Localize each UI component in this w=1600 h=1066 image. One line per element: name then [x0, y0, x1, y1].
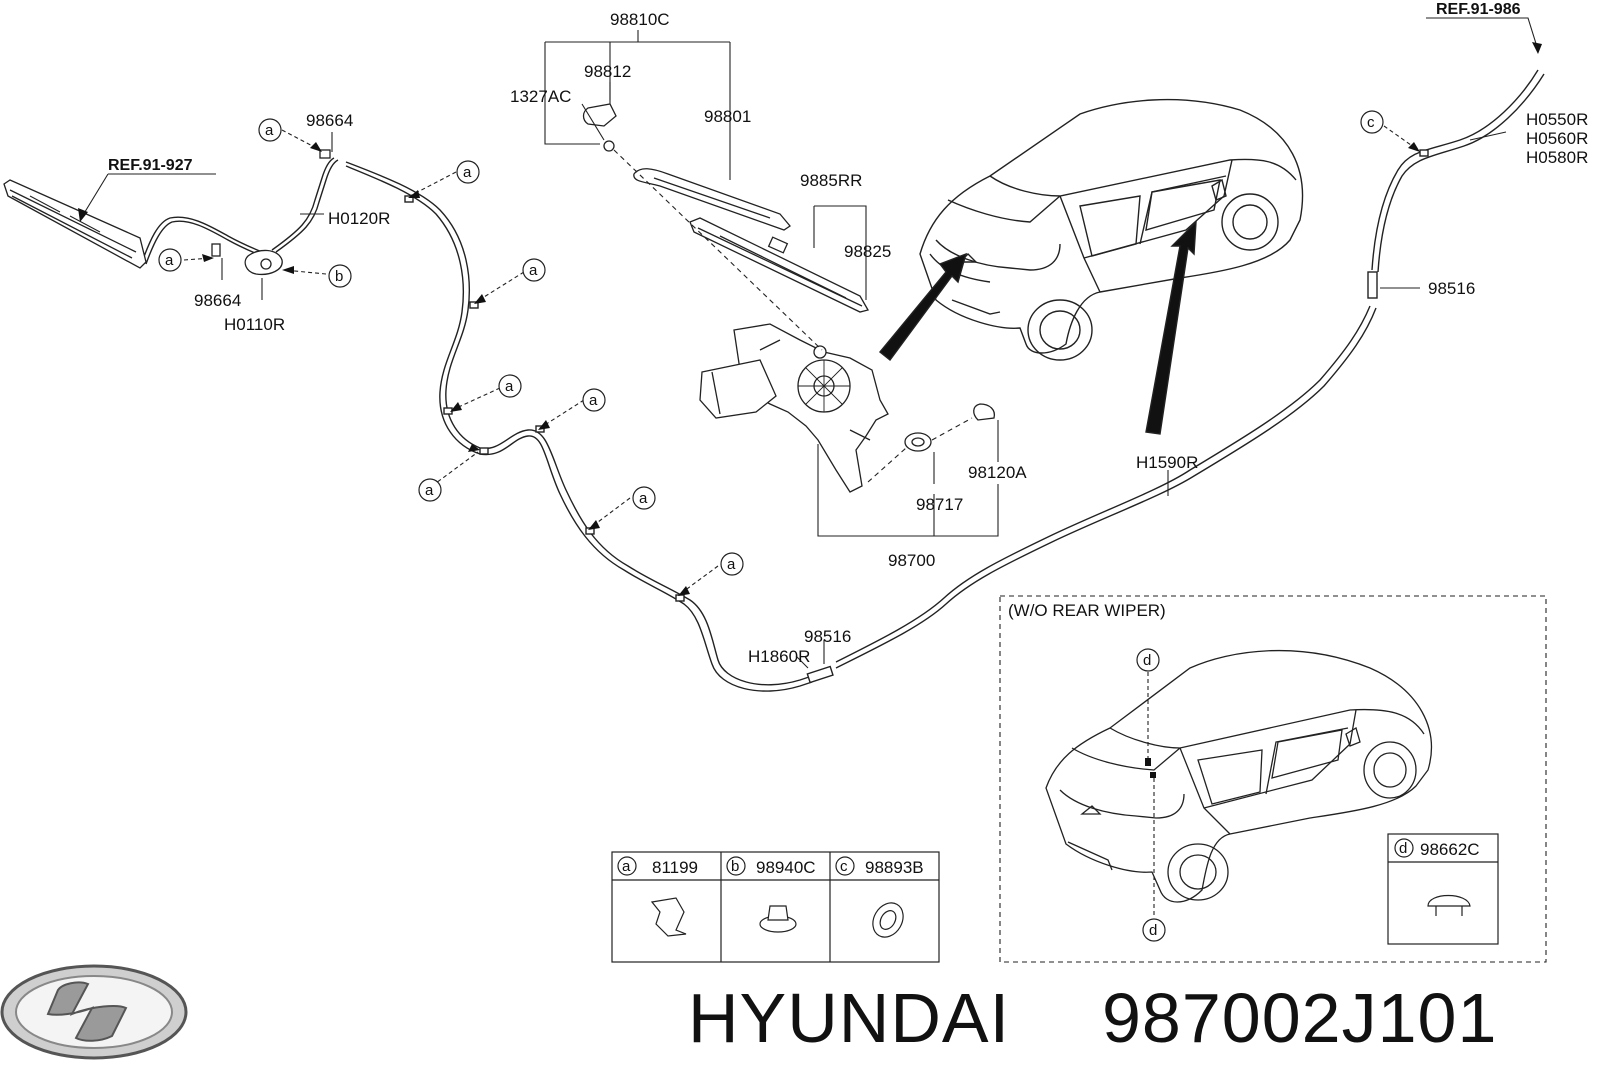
label-98516-bottom: 98516: [804, 627, 851, 646]
wiper-motor: [699, 323, 996, 493]
label-98801: 98801: [704, 107, 751, 126]
svg-text:d: d: [1149, 922, 1157, 939]
inset-callout-d-bottom: d: [1142, 918, 1166, 942]
label-98717: 98717: [916, 495, 963, 514]
callout-a-4: a: [498, 374, 522, 398]
legend-a-letter: a: [622, 858, 631, 875]
label-98664-bottom: 98664: [194, 291, 241, 310]
legend-c-letter: c: [840, 858, 848, 875]
callout-a-1: a: [258, 118, 282, 142]
svg-text:d: d: [1143, 652, 1151, 669]
legend-c-part: 98893B: [865, 858, 924, 877]
label-h1590r: H1590R: [1136, 453, 1198, 472]
svg-text:a: a: [425, 482, 434, 499]
label-98664-top: 98664: [306, 111, 353, 130]
car-main: [879, 98, 1304, 435]
svg-text:c: c: [1367, 114, 1375, 131]
hyundai-logo: [0, 964, 188, 1060]
part-labels: 98810C 98812 1327AC 98801 98664 H0120R 9…: [108, 1, 1588, 666]
callout-b-1: b: [328, 264, 352, 288]
svg-text:a: a: [165, 252, 174, 269]
label-h0550r: H0550R: [1526, 110, 1588, 129]
callout-a-7: a: [632, 486, 656, 510]
callout-markers: a a a a a a a a a b c: [158, 110, 1384, 576]
label-98825: 98825: [844, 242, 891, 261]
leader-lines: [79, 17, 1539, 669]
label-h0560r: H0560R: [1526, 129, 1588, 148]
arrowheads: [78, 42, 1542, 596]
label-h1860r: H1860R: [748, 647, 810, 666]
label-98810c: 98810C: [610, 10, 670, 29]
svg-text:a: a: [265, 122, 274, 139]
label-98700: 98700: [888, 551, 935, 570]
hose-h0550r: [1371, 69, 1539, 271]
label-h0110r: H0110R: [224, 315, 285, 334]
label-98516-right: 98516: [1428, 279, 1475, 298]
callout-a-5: a: [582, 388, 606, 412]
callout-a-8: a: [720, 552, 744, 576]
svg-text:a: a: [529, 262, 538, 279]
inset-callout-d-top: d: [1136, 648, 1160, 672]
label-98120a: 98120A: [968, 463, 1027, 482]
legend-b-letter: b: [731, 858, 739, 875]
label-h0120r: H0120R: [328, 209, 390, 228]
callout-a-3: a: [522, 258, 546, 282]
legend-a-part: 81199: [652, 858, 698, 877]
callout-a-6: a: [418, 478, 442, 502]
stop-lamp-assembly: [3, 149, 331, 276]
ref-91-927: REF.91-927: [108, 157, 193, 174]
hose-h1590r: [835, 305, 1371, 663]
svg-text:a: a: [463, 164, 472, 181]
svg-text:b: b: [335, 268, 343, 285]
callout-a-9: a: [158, 248, 182, 272]
callout-c-1: c: [1360, 110, 1384, 134]
inset-title: (W/O REAR WIPER): [1008, 601, 1166, 620]
inset-legend-part: 98662C: [1420, 840, 1480, 859]
label-1327ac: 1327AC: [510, 87, 571, 106]
brand-name: HYUNDAI: [688, 979, 1010, 1057]
washer-hoses: [141, 69, 1545, 692]
fastener-legend: a 81199 b 98940C c 98893B: [611, 851, 940, 963]
wiper-arm-blade: [582, 103, 869, 313]
label-98812: 98812: [584, 62, 631, 81]
part-number: 987002J101: [1102, 979, 1497, 1057]
svg-text:a: a: [727, 556, 736, 573]
label-h0580r: H0580R: [1526, 148, 1588, 167]
hose-h0110r: [141, 216, 273, 263]
inset-legend-d: d 98662C: [1387, 833, 1499, 945]
svg-text:a: a: [505, 378, 514, 395]
legend-b-part: 98940C: [756, 858, 816, 877]
ref-91-986: REF.91-986: [1436, 1, 1521, 18]
callout-a-2: a: [456, 160, 480, 184]
hose-main: [345, 161, 813, 686]
inset-legend-letter: d: [1399, 840, 1407, 857]
hose-h0120r: [271, 157, 335, 251]
inset-without-rear-wiper: (W/O REAR WIPER) d d: [999, 595, 1547, 963]
label-9885rr: 9885RR: [800, 171, 862, 190]
svg-text:a: a: [639, 490, 648, 507]
svg-text:a: a: [589, 392, 598, 409]
